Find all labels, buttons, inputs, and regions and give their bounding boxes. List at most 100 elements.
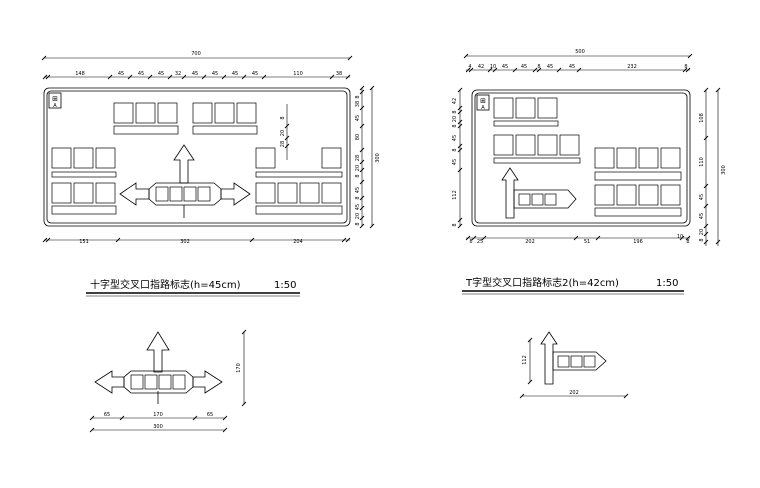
cross-sign-scale: 1:50 [274,280,296,291]
cross-inner-seg-0: 8 [280,116,286,119]
cross-right-seg-0: 8 [355,95,361,98]
t-left-seg-8: 8 [452,223,458,226]
t-total-width: 500 [575,49,585,55]
t-sign-drawing: 500 4 42 10 45 45 8 45 45 232 8 ⊞ A [452,49,727,295]
t-left-seg-0: 42 [452,98,458,104]
t-top-seg-6: 45 [547,64,553,70]
t-top-seg-4: 45 [521,64,527,70]
t-left-seg-6: 45 [452,159,458,165]
t-bottom-seg-1: 25 [477,239,483,245]
detail-cross-total: 300 [153,424,163,430]
cross-right-seg-10: 20 [355,213,361,219]
t-right-seg-1: 110 [699,157,705,167]
detail-t-width: 202 [569,390,579,396]
t-right-arrow [513,189,577,209]
cross-bottom-seg-2: 204 [293,239,303,245]
t-arrow-detail: 112 202 [519,331,629,399]
detail-t-right-arrow [552,351,607,371]
detail-t-height: 112 [522,355,528,365]
t-left-seg-5: 8 [452,148,458,151]
t-top-seg-3: 45 [502,64,508,70]
t-sign-title: T字型交叉口指路标志2(h=42cm) [465,276,619,289]
detail-t-up-arrow [540,331,558,385]
cross-right-seg-3: 80 [355,134,361,140]
t-top-seg-8: 232 [627,64,637,70]
t-left-seg-7: 112 [452,190,458,200]
cross-sign-inner-border [46,90,348,224]
t-left-seg-3: 8 [452,124,458,127]
cross-right-seg-8: 8 [355,196,361,199]
t-bottom-seg-2: 202 [525,239,535,245]
detail-cross-height: 170 [236,363,242,373]
t-bottom-seg-5: 10 [677,234,683,240]
t-right-seg-3: 45 [699,213,705,219]
detail-left-arrow [94,370,125,394]
cross-badge-symbol: ⊞ [52,95,58,103]
cross-top-seg-1: 45 [118,71,124,77]
cross-route-badge [48,92,62,109]
t-top-seg-7: 45 [569,64,575,70]
t-top-seg-2: 10 [490,64,496,70]
t-left-seg-2: 20 [452,116,458,122]
detail-cross-seg-0: 65 [104,412,110,418]
t-bottom-seg-0: 8 [469,239,472,245]
t-left-seg-4: 45 [452,135,458,141]
cross-sign-title: 十字型交叉口指路标志(h=45cm) [90,278,241,291]
t-top-seg-5: 8 [537,64,540,70]
cross-sign-outer-border [43,87,351,227]
cross-top-ticks [42,74,351,80]
t-bottom-seg-6: 8 [686,239,689,245]
cross-right-seg-6: 8 [355,174,361,177]
cross-total-width: 700 [191,51,201,57]
cross-top-seg-0: 148 [75,71,85,77]
detail-station-capsule [123,370,194,394]
cross-right-seg-4: 28 [355,155,361,161]
t-sign-outer-border [471,89,691,227]
t-top-seg-0: 4 [468,64,471,70]
cross-right-seg-5: 20 [355,165,361,171]
cross-inner-seg-1: 20 [280,130,286,136]
cross-sign-drawing: 700 148 45 45 45 32 45 45 45 45 110 38 [41,51,381,297]
t-right-seg-2: 45 [699,194,705,200]
t-badge-letter: A [481,105,485,111]
cross-top-seg-4: 32 [175,71,181,77]
t-top-seg-9: 8 [684,64,687,70]
cross-inner-seg-2: 28 [280,141,286,147]
t-right-seg-4: 20 [699,229,705,235]
cross-bottom-seg-1: 302 [180,239,190,245]
cross-right-arrow [220,182,251,206]
t-up-arrow [501,167,519,219]
cross-right-seg-9: 45 [355,204,361,210]
cross-top-seg-10: 38 [336,71,342,77]
cross-top-seg-3: 45 [158,71,164,77]
t-left-seg-1: 8 [452,110,458,113]
cross-badge-letter: A [53,103,57,109]
cross-top-seg-5: 45 [192,71,198,77]
cross-right-seg-11: 8 [355,222,361,225]
t-right-seg-5: 8 [699,238,705,241]
cross-top-seg-6: 45 [212,71,218,77]
t-bottom-seg-3: 51 [584,239,590,245]
cross-right-seg-2: 45 [355,115,361,121]
cross-arrow-detail: 170 65 170 65 300 [89,329,247,433]
t-top-ticks [465,67,691,73]
cross-bottom-seg-0: 151 [79,239,89,245]
cross-up-arrow [173,144,195,184]
cross-right-seg-1: 38 [355,101,361,107]
t-top-seg-1: 42 [478,64,484,70]
t-right-total: 300 [721,165,727,175]
cross-right-seg-7: 45 [355,187,361,193]
t-route-badge [476,94,490,111]
cross-left-arrow [119,182,150,206]
t-badge-symbol: ⊞ [480,97,486,105]
cross-station-capsule [148,182,222,206]
cross-top-seg-2: 45 [138,71,144,77]
t-bottom-seg-4: 196 [633,239,643,245]
detail-cross-seg-1: 170 [153,412,163,418]
cross-top-seg-8: 45 [252,71,258,77]
t-sign-inner-border [474,92,688,224]
cross-top-seg-7: 45 [232,71,238,77]
cross-top-seg-9: 110 [293,71,303,77]
t-right-seg-0: 108 [699,113,705,123]
